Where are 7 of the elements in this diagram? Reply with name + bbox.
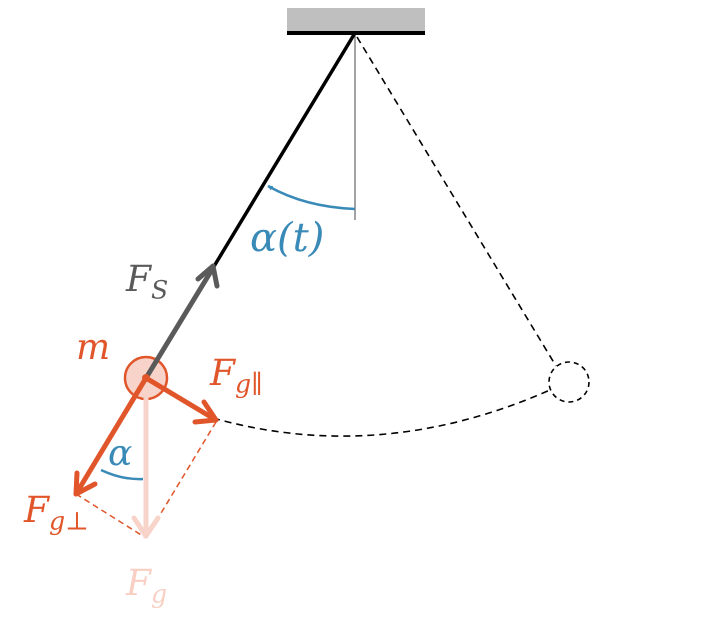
force-label: F$_{g}$: [126, 566, 168, 607]
force-label: F$_{g∥}$: [210, 356, 263, 397]
force-label: F$_{S}$: [126, 262, 168, 303]
mass-label: m: [76, 330, 110, 366]
angle-label: α: [108, 436, 132, 472]
force-label: F$_{g⊥}$: [24, 493, 89, 534]
angle-label: α(t): [250, 218, 324, 258]
